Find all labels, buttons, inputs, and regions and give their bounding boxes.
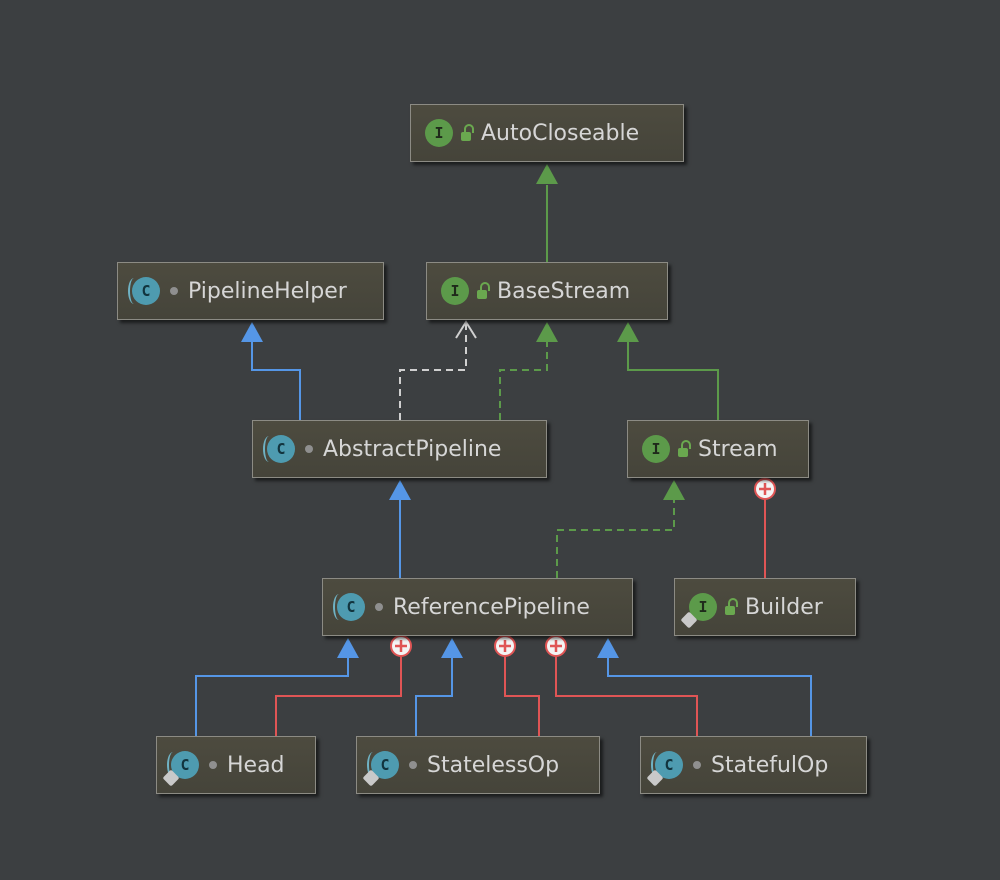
edge-head-referencepipeline-extends (195, 658, 349, 736)
node-stream[interactable]: I Stream (627, 420, 809, 478)
inner-marker-head (390, 635, 412, 657)
static-marker-icon (646, 769, 664, 787)
interface-icon: I (441, 277, 469, 305)
static-marker-icon (362, 769, 380, 787)
public-lock-icon (477, 281, 490, 299)
static-class-icon: C (646, 751, 683, 787)
public-lock-icon (678, 439, 691, 457)
node-label: StatelessOp (427, 752, 560, 778)
static-class-icon: C (162, 751, 199, 787)
package-private-icon (375, 603, 383, 611)
static-marker-icon (680, 611, 698, 629)
edge-statefulop-referencepipeline-extends (607, 658, 812, 736)
static-marker-icon (162, 769, 180, 787)
arrow-basestream-stream (617, 322, 639, 342)
kind-letter: I (698, 598, 708, 616)
node-label: StatefulOp (711, 752, 829, 778)
arrow-stream (663, 480, 685, 500)
public-lock-icon (461, 123, 474, 141)
node-label: AbstractPipeline (323, 436, 502, 462)
arrow-basestream-green (536, 322, 558, 342)
node-label: Head (227, 752, 285, 778)
kind-letter: C (380, 756, 390, 774)
interface-icon: I (642, 435, 670, 463)
edge-statelessop-referencepipeline-inner (504, 657, 540, 736)
arrow-rp-statefulop (597, 638, 619, 658)
kind-letter: C (180, 756, 190, 774)
edge-stream-basestream (627, 342, 719, 420)
arrow-autocloseable (536, 164, 558, 184)
package-private-icon (209, 761, 217, 769)
package-private-icon (693, 761, 701, 769)
node-referencepipeline[interactable]: C ReferencePipeline (322, 578, 633, 636)
package-private-icon (305, 445, 313, 453)
inner-marker-stream (754, 478, 776, 500)
inner-marker-statefulop (545, 635, 567, 657)
node-basestream[interactable]: I BaseStream (426, 262, 668, 320)
inner-marker-statelessop (494, 635, 516, 657)
class-icon: C (333, 593, 365, 621)
node-label: Stream (698, 436, 778, 462)
arrow-rp-statelessop (441, 638, 463, 658)
node-label: Builder (745, 594, 823, 620)
static-class-icon: C (362, 751, 399, 787)
public-lock-icon (725, 597, 738, 615)
node-statefulop[interactable]: C StatefulOp (640, 736, 867, 794)
interface-icon: I (425, 119, 453, 147)
node-autocloseable[interactable]: I AutoCloseable (410, 104, 684, 162)
package-private-icon (409, 761, 417, 769)
node-pipelinehelper[interactable]: C PipelineHelper (117, 262, 384, 320)
arrow-basestream-open (455, 320, 477, 339)
arrow-pipelinehelper (241, 322, 263, 342)
node-label: BaseStream (497, 278, 631, 304)
node-label: ReferencePipeline (393, 594, 590, 620)
node-builder[interactable]: I Builder (674, 578, 856, 636)
edge-head-referencepipeline-inner (275, 657, 402, 736)
kind-letter: C (664, 756, 674, 774)
node-abstractpipeline[interactable]: C AbstractPipeline (252, 420, 547, 478)
node-head[interactable]: C Head (156, 736, 316, 794)
edge-statelessop-referencepipeline-extends (415, 658, 453, 736)
edge-abstractpipeline-basestream-green (499, 342, 548, 420)
node-label: AutoCloseable (481, 120, 640, 146)
node-label: PipelineHelper (188, 278, 347, 304)
class-icon: C (263, 435, 295, 463)
static-interface-icon: I (680, 593, 717, 629)
package-private-icon (170, 287, 178, 295)
edge-statefulop-referencepipeline-inner (555, 657, 698, 736)
class-icon: C (128, 277, 160, 305)
edge-referencepipeline-stream (556, 500, 675, 578)
node-statelessop[interactable]: C StatelessOp (356, 736, 600, 794)
edge-abstractpipeline-pipelinehelper (251, 342, 301, 420)
edge-abstractpipeline-basestream-dashed (399, 323, 467, 420)
arrow-abstractpipeline (389, 480, 411, 500)
arrow-rp-head (337, 638, 359, 658)
